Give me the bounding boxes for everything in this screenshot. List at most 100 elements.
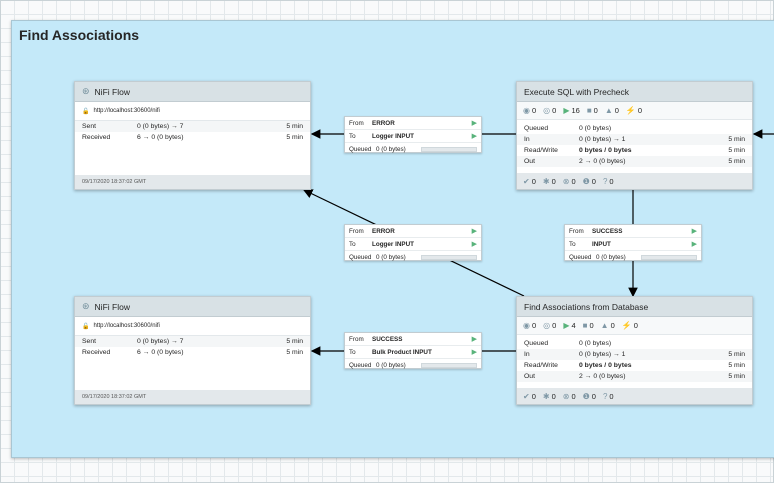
transmitting-count: 0 [531,321,537,330]
unlock-icon: 🔓 [82,323,90,330]
received-value: 6 → 0 (0 bytes) [137,134,184,141]
processor-execute-sql-with-precheck[interactable]: Execute SQL with Precheck ◉0 ◎0 ▶16 ■0 ▲… [516,81,753,190]
connection-to-row: To Logger INPUT ▶ [345,238,481,251]
from-label: From [349,119,364,127]
to-label: To [349,240,356,248]
processor-status-bar: ◉0 ◎0 ▶16 ■0 ▲0 ⚡0 [517,102,752,120]
queue-progress-bar [421,146,477,152]
not-transmitting-icon: ◎ [543,321,551,330]
running-count: 4 [571,321,576,330]
disabled-icon: ⚡ [625,106,636,115]
stopped-icon: ■ [582,321,588,330]
queued-label: Queued [349,145,372,153]
stale-count: 0 [571,176,576,186]
received-row: Received 6 → 0 (0 bytes) 5 min [75,347,310,358]
play-icon: ▶ [471,120,477,127]
connection-from-row: From SUCCESS ▶ [345,333,481,346]
remote-process-group-nifi-flow-2[interactable]: ⊛ NiFi Flow 🔓 http://localhost:30600/nif… [74,296,311,405]
from-label: From [349,335,364,343]
connection-queued-row: Queued 0 (0 bytes) [345,251,481,263]
out-time: 5 min [728,373,745,380]
connection-label-error-top[interactable]: From ERROR ▶ To Logger INPUT ▶ Queued 0 … [344,116,482,153]
play-icon: ▶ [471,349,477,356]
received-time: 5 min [286,349,303,356]
out-row: Out 2 → 0 (0 bytes) 5 min [517,371,752,382]
running-stat: ▶4 [563,321,575,330]
queue-progress-bar [641,254,697,260]
disabled-count: 0 [637,106,643,115]
processor-find-associations-from-database[interactable]: Find Associations from Database ◉0 ◎0 ▶4… [516,296,753,405]
received-row: Received 6 → 0 (0 bytes) 5 min [75,132,310,143]
read-write-value: 0 bytes / 0 bytes [579,362,632,369]
disabled-stat: ⚡0 [626,106,642,115]
in-row: In 0 (0 bytes) → 1 5 min [517,134,752,145]
queued-value: 0 (0 bytes) [376,145,406,153]
to-label: To [569,240,576,248]
sync-failure-count: 0 [591,391,596,401]
read-write-label: Read/Write [524,147,558,154]
sent-time: 5 min [286,123,303,130]
error-icon: ❶ [582,176,590,186]
queued-value: 0 (0 bytes) [376,361,406,369]
remote-group-title: NiFi Flow [94,301,130,312]
queued-label: Queued [569,253,592,261]
remote-group-header: ⊛ NiFi Flow [75,82,310,102]
out-label: Out [524,373,535,380]
remote-group-url-row: 🔓 http://localhost:30600/nifi [75,102,310,121]
to-value: Logger INPUT [372,132,414,140]
transmitting-count: 0 [531,106,537,115]
warning-icon: ▲ [600,321,609,330]
in-value: 0 (0 bytes) → 1 [579,351,626,358]
sync-failure-count: 0 [591,176,596,186]
to-value: Logger INPUT [372,240,414,248]
asterisk-icon: ✱ [542,176,550,186]
play-icon: ▶ [471,228,477,235]
stale-stat: ⊗0 [563,392,576,401]
queued-label: Queued [524,125,549,132]
unknown-count: 0 [609,391,614,401]
connection-label-error-diagonal[interactable]: From ERROR ▶ To Logger INPUT ▶ Queued 0 … [344,224,482,261]
stopped-stat: ■0 [583,321,594,330]
asterisk-icon: ✱ [542,391,550,401]
play-icon: ▶ [691,228,697,235]
remote-process-group-nifi-flow-1[interactable]: ⊛ NiFi Flow 🔓 http://localhost:30600/nif… [74,81,311,190]
read-write-value: 0 bytes / 0 bytes [579,147,632,154]
queued-row: Queued 0 (0 bytes) [517,338,752,349]
in-value: 0 (0 bytes) → 1 [579,136,626,143]
queue-progress-bar [421,362,477,368]
to-value: INPUT [592,240,611,248]
remote-group-url: http://localhost:30600/nifi [93,323,160,329]
disabled-icon: ⚡ [621,321,632,330]
up-to-date-stat: ✔0 [523,392,536,401]
from-value: SUCCESS [592,227,623,235]
remote-group-timestamp: 09/17/2020 18:37:02 GMT [75,175,310,189]
out-label: Out [524,158,535,165]
locally-modified-count: 0 [551,176,556,186]
in-row: In 0 (0 bytes) → 1 5 min [517,349,752,360]
sent-label: Sent [82,123,96,130]
to-label: To [349,132,356,140]
to-value: Bulk Product INPUT [372,348,432,356]
queued-label: Queued [349,361,372,369]
up-to-date-count: 0 [531,176,536,186]
unlock-icon: 🔓 [82,108,90,115]
unknown-stat: ?0 [603,392,614,401]
processor-header: Execute SQL with Precheck [517,82,752,102]
from-value: SUCCESS [372,335,403,343]
remote-group-icon: ⊛ [82,301,90,311]
sent-row: Sent 0 (0 bytes) → 7 5 min [75,336,310,347]
queued-value: 0 (0 bytes) [579,125,612,132]
error-icon: ❶ [582,391,590,401]
connection-label-success-vertical[interactable]: From SUCCESS ▶ To INPUT ▶ Queued 0 (0 by… [564,224,702,261]
locally-modified-count: 0 [551,391,556,401]
read-write-label: Read/Write [524,362,558,369]
connection-label-success-bottom[interactable]: From SUCCESS ▶ To Bulk Product INPUT ▶ Q… [344,332,482,369]
locally-modified-stat: ✱0 [543,392,556,401]
processor-title: Find Associations from Database [524,301,649,312]
in-label: In [524,136,530,143]
remote-group-timestamp: 09/17/2020 18:37:02 GMT [75,390,310,404]
running-count: 16 [571,106,580,115]
connection-from-row: From ERROR ▶ [345,225,481,238]
